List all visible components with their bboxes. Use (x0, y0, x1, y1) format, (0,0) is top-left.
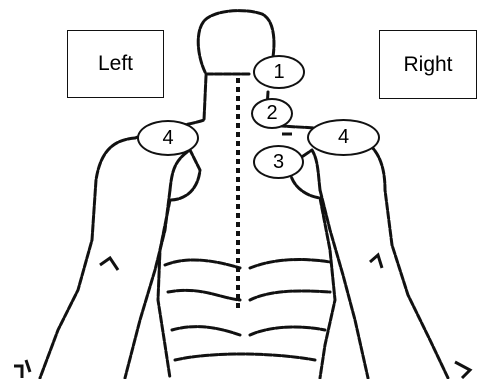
left-armpit (170, 150, 200, 200)
torso-left (158, 200, 170, 378)
right-label: Right (403, 53, 452, 77)
left-arm-mark (100, 258, 118, 270)
chest-right (250, 260, 330, 268)
left-arm-outer (40, 138, 135, 378)
abdomen-line-1 (168, 290, 240, 300)
abdomen-line-2 (250, 291, 330, 300)
right-arm-inner (320, 190, 368, 378)
marker-2-label: 2 (266, 102, 277, 125)
marker-3-label: 3 (273, 151, 284, 174)
marker-1-label: 1 (273, 61, 284, 84)
left-arm-inner (125, 190, 170, 378)
marker-1: 1 (253, 55, 305, 89)
abdomen-line-4 (250, 327, 325, 335)
marker-2: 2 (251, 98, 293, 129)
marker-4-left: 4 (137, 120, 199, 156)
marker-4-right-label: 4 (338, 126, 349, 149)
marker-4-right: 4 (307, 119, 380, 156)
abdomen-line-3 (172, 327, 240, 335)
chest-left (165, 260, 240, 268)
left-label-box: Left (67, 30, 164, 98)
left-hand-mark (14, 360, 30, 378)
marker-3: 3 (253, 145, 304, 179)
right-label-box: Right (379, 30, 477, 99)
left-label: Left (98, 52, 133, 76)
right-hand-mark (455, 362, 470, 378)
waist-line (175, 354, 315, 360)
right-arm-mark (370, 255, 382, 268)
marker-4-left-label: 4 (162, 127, 173, 150)
